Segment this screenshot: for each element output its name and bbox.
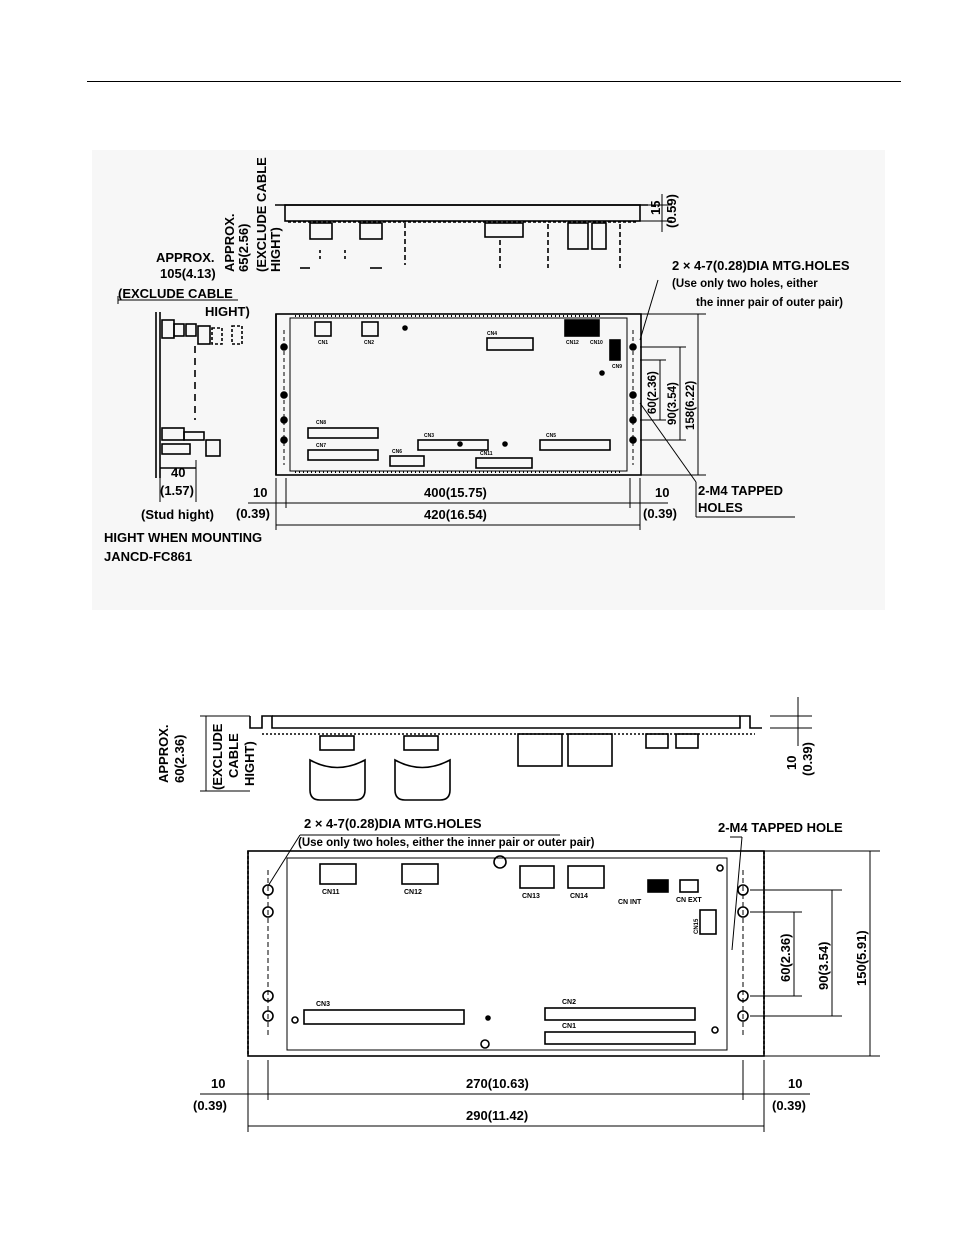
fig1-top-view: [275, 194, 672, 269]
fig1-dim-15: 15: [648, 201, 663, 215]
fig2-mtg-note: (Use only two holes, either the inner pa…: [298, 837, 595, 849]
fig1-hight-left: HIGHT): [205, 304, 250, 319]
fig1-exclude-cable-top: (EXCLUDE CABLE: [254, 157, 269, 272]
fig2-approx-value: 60(2.36): [172, 735, 187, 783]
fig2-mtg-holes: 2 × 4-7(0.28)DIA MTG.HOLES: [304, 816, 482, 831]
fig2-dim-60: 60(2.36): [778, 934, 793, 982]
fig1-mtg-holes: 2 × 4-7(0.28)DIA MTG.HOLES: [672, 258, 850, 273]
fig1-mount-2: JANCD-FC861: [104, 549, 192, 564]
fig1-mtg-note-1: (Use only two holes, either: [672, 278, 818, 290]
fig2-dim-10-right-in: (0.39): [772, 1098, 806, 1113]
fig2-dim-10-right: 10: [788, 1076, 802, 1091]
fig1-background: [92, 150, 885, 610]
fig1-conn-label: CN10: [590, 340, 603, 346]
fig2-dim-90: 90(3.54): [816, 942, 831, 990]
fig1-dim-60: 60(2.36): [647, 371, 659, 414]
fig1-conn-label: CN12: [566, 340, 579, 346]
fig1-conn-label: CN3: [424, 433, 434, 439]
fig2-exclude: (EXCLUDE: [210, 723, 225, 790]
fig1-approx-105-label: APPROX.: [156, 250, 215, 265]
fig1-conn-label: CN5: [546, 433, 556, 439]
fig1-dim-10-right-in: (0.39): [643, 506, 677, 521]
fig1-conn-label: CN7: [316, 443, 326, 449]
fig2-conn-label: CN2: [562, 999, 576, 1006]
fig1-exclude-cable-left: (EXCLUDE CABLE: [118, 286, 233, 301]
fig1-right-dims: [636, 279, 795, 518]
fig1-board-plan: [275, 313, 642, 476]
fig1-conn-label: CN9: [612, 364, 622, 370]
fig2-conn-label: CN11: [322, 889, 340, 896]
fig2-dim-270: 270(10.63): [466, 1076, 529, 1091]
fig2-dim-10-in: (0.39): [800, 742, 815, 776]
fig1-dim-10-right: 10: [655, 485, 669, 500]
fig2-dim-150: 150(5.91): [854, 930, 869, 986]
fig2-bottom-dims: [200, 1060, 810, 1132]
fig1-dim-40: 40: [171, 465, 185, 480]
fig1-mount-1: HIGHT WHEN MOUNTING: [104, 530, 262, 545]
fig1-dim-90: 90(3.54): [667, 382, 679, 425]
fig1-stud-hight: (Stud hight): [141, 507, 214, 522]
fig1-side-view: [117, 296, 243, 502]
fig2-dim-10: 10: [784, 756, 799, 770]
fig1-dim-400: 400(15.75): [424, 485, 487, 500]
fig2-conn-label: CN1: [562, 1023, 576, 1030]
fig2-conn-label: CN13: [522, 893, 540, 900]
fig1-connector-labels: CN1 CN2 CN4 CN12 CN10 CN9 CN8 CN7 CN3 CN…: [316, 331, 622, 457]
fig2-tapped-hole: 2-M4 TAPPED HOLE: [718, 820, 843, 835]
fig2-conn-label: CN INT: [618, 899, 642, 906]
fig1-hight-top: HIGHT): [268, 227, 283, 272]
fig1-dim-158: 158(6.22): [685, 381, 697, 430]
fig1-approx-value: 65(2.56): [236, 224, 251, 272]
fig1-approx-label: APPROX.: [222, 213, 237, 272]
fig1-conn-label: CN6: [392, 449, 402, 455]
fig1-approx-105-value: 105(4.13): [160, 266, 216, 281]
fig1-conn-label: CN4: [487, 331, 497, 337]
fig2-conn-label: CN3: [316, 1001, 330, 1008]
fig2-dim-10-left-in: (0.39): [193, 1098, 227, 1113]
fig1-bottom-dims: [248, 478, 668, 530]
fig2-hight: HIGHT): [242, 741, 257, 786]
fig1-dim-10-left: 10: [253, 485, 267, 500]
fig1-tapped-2: HOLES: [698, 500, 743, 515]
fig2-connector-labels: CN11 CN12 CN13 CN14 CN INT CN EXT CN15 C…: [316, 889, 702, 1030]
fig2-board-plan: [247, 850, 765, 1057]
header-rule: [87, 81, 901, 82]
fig1-conn-label: CN2: [364, 340, 374, 346]
fig2-dim-290: 290(11.42): [466, 1108, 528, 1123]
fig2-conn-label: CN12: [404, 889, 422, 896]
fig1-conn-label: CN1: [318, 340, 328, 346]
fig2-conn-label: CN14: [570, 893, 588, 900]
fig2-approx-label: APPROX.: [156, 724, 171, 783]
fig2-cable: CABLE: [226, 733, 241, 778]
fig1-dim-15-in: (0.59): [664, 194, 679, 228]
fig2-right-dims: [267, 834, 880, 1057]
fig1-dim-10-left-in: (0.39): [236, 506, 270, 521]
fig1-conn-label: CN11: [480, 451, 493, 457]
fig1-tapped-1: 2-M4 TAPPED: [698, 483, 783, 498]
fig2-conn-label: CN EXT: [676, 897, 702, 904]
fig1-dim-420: 420(16.54): [424, 507, 487, 522]
fig1-conn-label: CN8: [316, 420, 326, 426]
fig2-dim-10-left: 10: [211, 1076, 225, 1091]
fig1-mtg-note-2: the inner pair of outer pair): [696, 297, 843, 309]
fig2-conn-label: CN15: [694, 918, 700, 934]
fig2-top-view: [200, 697, 812, 801]
fig1-dim-40-in: (1.57): [160, 483, 194, 498]
